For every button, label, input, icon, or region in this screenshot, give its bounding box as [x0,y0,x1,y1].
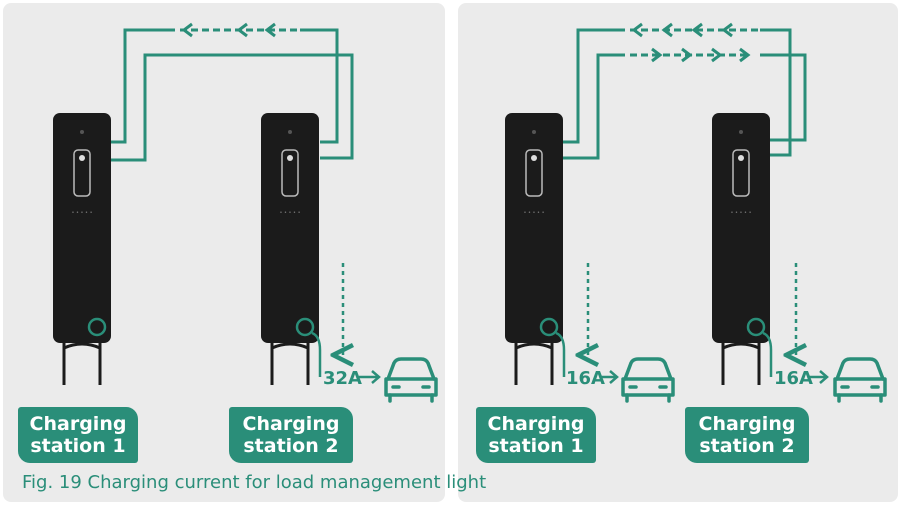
car-icon [833,357,887,403]
car-icon [384,357,438,403]
panel-left-background [3,3,445,502]
figure-caption: Fig. 19 Charging current for load manage… [22,472,487,493]
station-label-line1: Charging [487,413,585,435]
station-label: Charging station 2 [685,407,809,463]
station-label-line2: station 1 [488,435,584,457]
svg-text:• • • • •: • • • • • [730,210,751,216]
station-label-line1: Charging [698,413,796,435]
panel-right-background [458,3,898,502]
arrow-right-icon [601,370,619,384]
current-label: 32A [323,368,362,389]
charging-station-icon: • • • • • [53,113,111,385]
svg-text:• • • • •: • • • • • [71,210,92,216]
arrow-right-icon [809,370,829,384]
charging-station-icon: • • • • • [505,113,563,385]
station-label-line2: station 1 [30,435,126,457]
svg-text:• • • • •: • • • • • [279,210,300,216]
station-label-line1: Charging [242,413,340,435]
charging-cable [311,331,322,377]
data-flow-arrows-right [625,22,760,63]
car-icon [621,357,675,403]
station-label: Charging station 1 [18,407,138,463]
arrow-right-icon [359,370,381,384]
svg-text:• • • • •: • • • • • [523,210,544,216]
charging-cable [762,331,773,377]
station-label: Charging station 1 [476,407,596,463]
data-flow-arrows-left [175,22,300,38]
station-label-line2: station 2 [699,435,795,457]
station-label-line1: Charging [29,413,127,435]
station-label: Charging station 2 [229,407,353,463]
charging-cable [555,331,566,377]
current-label: 16A [566,368,605,389]
station-label-line2: station 2 [243,435,339,457]
charging-station-icon: • • • • • [712,113,770,385]
charging-station-icon: • • • • • [261,113,319,385]
current-label: 16A [774,368,813,389]
